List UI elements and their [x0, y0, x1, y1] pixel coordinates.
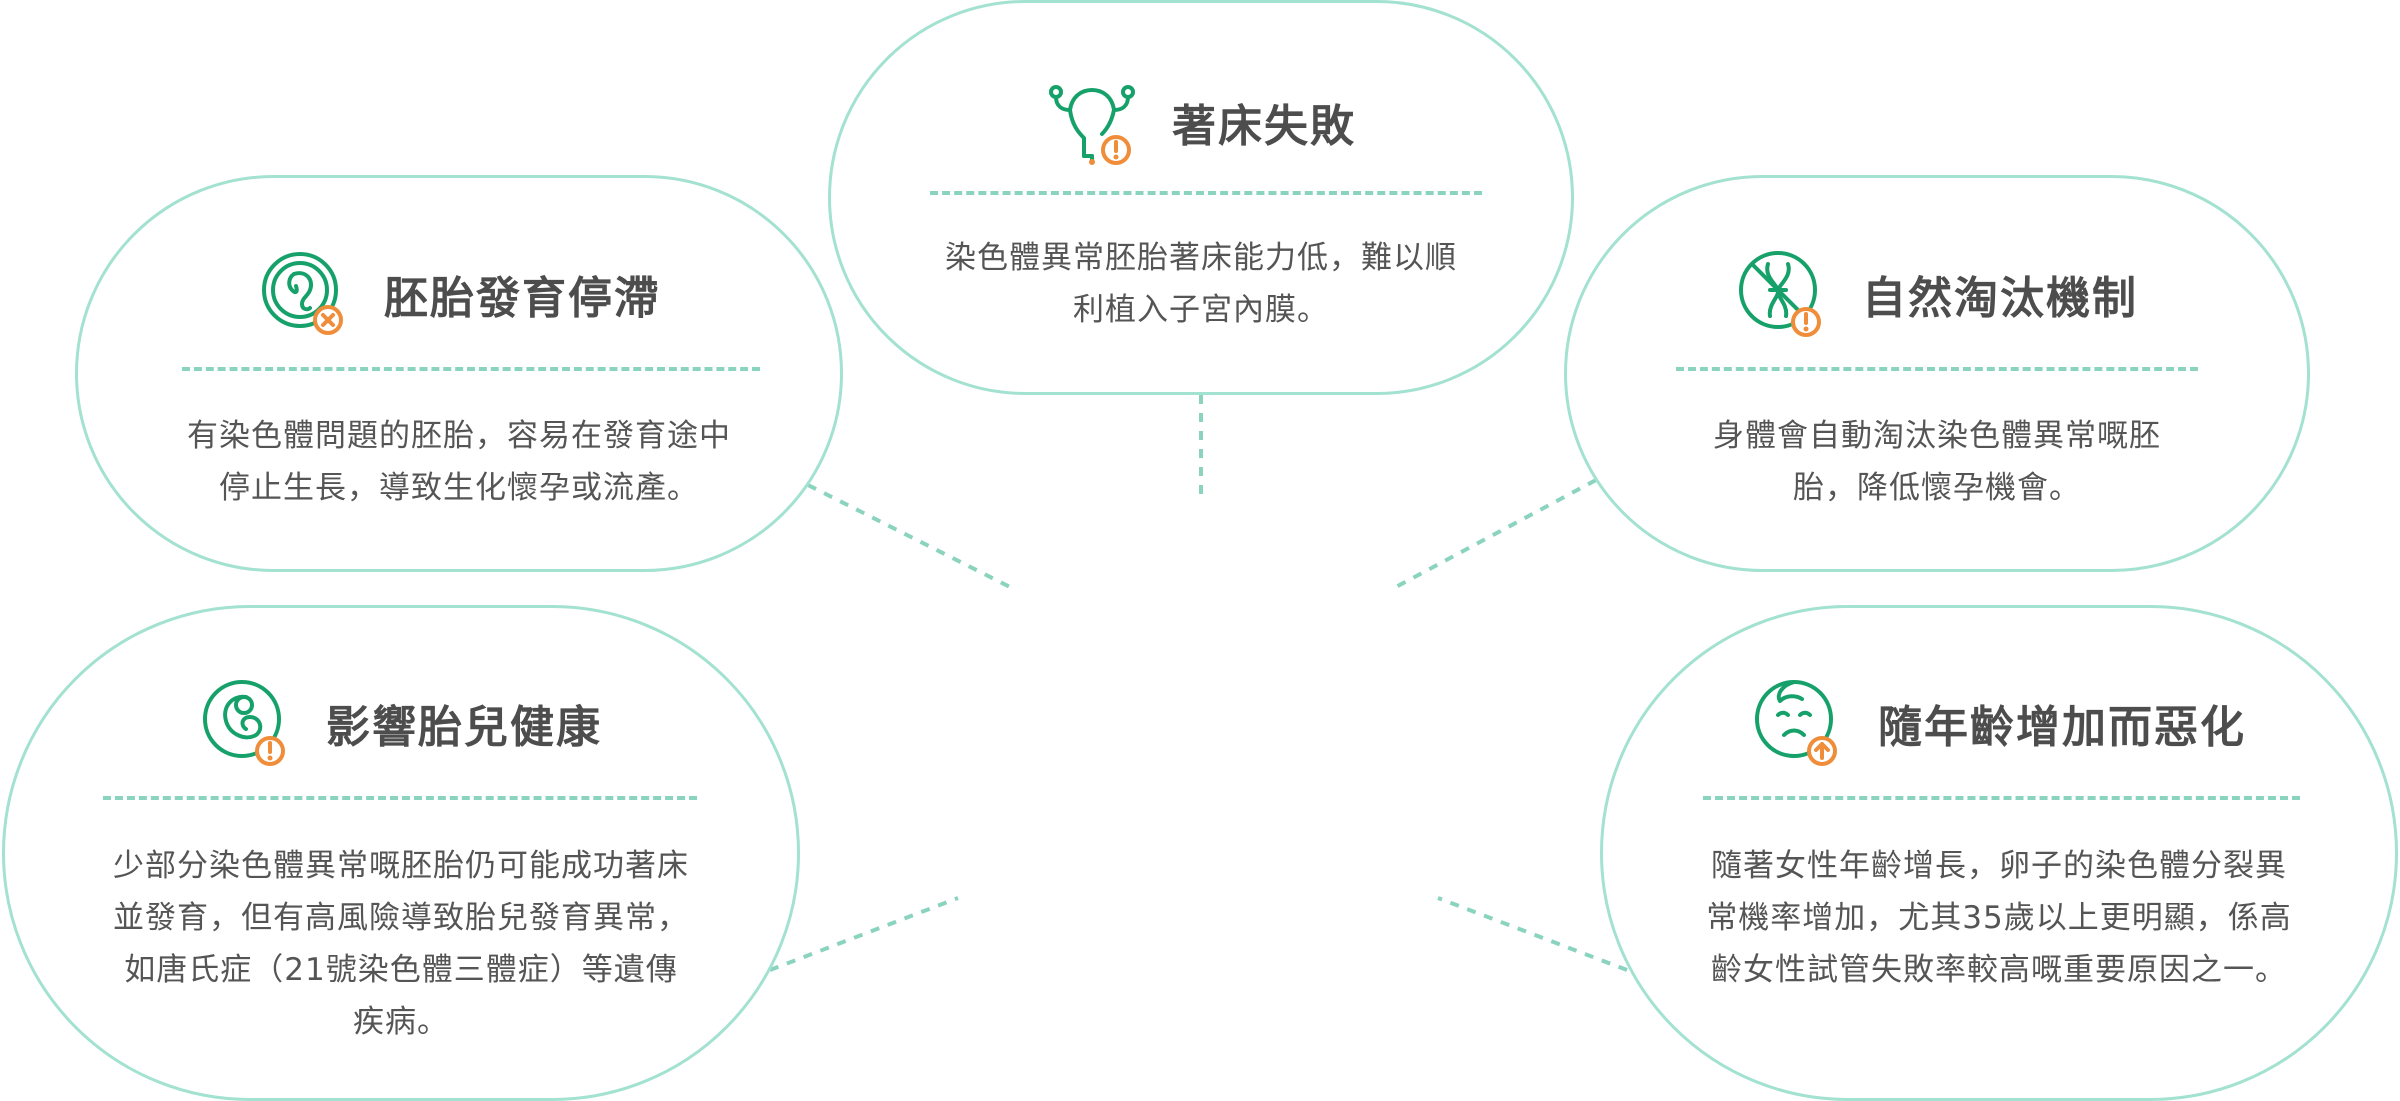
bubble-title: 胚胎發育停滯 [384, 273, 660, 324]
connector-upper-left [807, 483, 1013, 590]
bubble-description: 染色體異常胚胎著床能力低，難以順 利植入子宮內膜。 [891, 232, 1511, 336]
connector-lower-left [769, 896, 959, 972]
bubble-divider [930, 191, 1482, 195]
connector-upper-right [1393, 478, 1597, 590]
bubble-embryo-arrest: 胚胎發育停滯 有染色體問題的胚胎，容易在發育途中 停止生長，導致生化懷孕或流產。 [75, 175, 843, 572]
chromosome-alert-icon [1736, 248, 1828, 340]
uterus-alert-icon [1046, 76, 1138, 168]
bubble-description: 有染色體問題的胚胎，容易在發育途中 停止生長，導致生化懷孕或流產。 [138, 410, 780, 514]
bubble-divider [1676, 367, 2198, 371]
desc-line: 常機率增加，尤其35歲以上更明顯，係高 [1706, 900, 2292, 936]
desc-line: 有染色體問題的胚胎，容易在發育途中 [187, 418, 731, 454]
desc-line: 隨著女性年齡增長，卵子的染色體分裂異 [1711, 848, 2287, 884]
bubble-divider [1703, 796, 2300, 800]
desc-line: 少部分染色體異常嘅胚胎仍可能成功著床 [113, 848, 689, 884]
bubble-title: 自然淘汰機制 [1862, 273, 2138, 324]
bubble-header: 影響胎兒健康 [5, 677, 797, 769]
bubble-natural-selection: 自然淘汰機制 身體會自動淘汰染色體異常嘅胚 胎，降低懷孕機會。 [1564, 175, 2310, 572]
desc-line: 齡女性試管失敗率較高嘅重要原因之一。 [1711, 952, 2287, 988]
desc-line: 身體會自動淘汰染色體異常嘅胚 [1713, 418, 2161, 454]
desc-line: 利植入子宮內膜。 [1073, 292, 1329, 328]
bubble-divider [103, 796, 697, 800]
bubble-title: 隨年齡增加而惡化 [1878, 702, 2246, 753]
bubble-description: 隨著女性年齡增長，卵子的染色體分裂異 常機率增加，尤其35歲以上更明顯，係高 齡… [1653, 840, 2345, 996]
desc-line: 染色體異常胚胎著床能力低，難以順 [945, 240, 1457, 276]
bubble-divider [182, 367, 760, 371]
bubble-header: 著床失敗 [831, 76, 1571, 168]
bubble-header: 胚胎發育停滯 [78, 248, 840, 340]
bubble-age-decline: 隨年齡增加而惡化 隨著女性年齡增長，卵子的染色體分裂異 常機率增加，尤其35歲以… [1600, 605, 2398, 1101]
desc-line: 胎，降低懷孕機會。 [1793, 470, 2081, 506]
connector-lower-right [1437, 896, 1628, 972]
bubble-title: 影響胎兒健康 [326, 702, 602, 753]
bubble-implantation-failure: 著床失敗 染色體異常胚胎著床能力低，難以順 利植入子宮內膜。 [828, 0, 1574, 395]
desc-line: 停止生長，導致生化懷孕或流產。 [219, 470, 699, 506]
sad-face-up-arrow-icon [1752, 677, 1844, 769]
desc-line: 疾病。 [353, 1004, 449, 1040]
bubble-title: 著床失敗 [1172, 101, 1356, 152]
bubble-description: 少部分染色體異常嘅胚胎仍可能成功著床 並發育，但有高風險導致胎兒發育異常， 如唐… [55, 840, 747, 1048]
bubble-header: 自然淘汰機制 [1567, 248, 2307, 340]
bubble-description: 身體會自動淘汰染色體異常嘅胚 胎，降低懷孕機會。 [1627, 410, 2247, 514]
desc-line: 並發育，但有高風險導致胎兒發育異常， [113, 900, 689, 936]
desc-line: 如唐氏症（21號染色體三體症）等遺傳 [124, 952, 678, 988]
bubble-fetal-health: 影響胎兒健康 少部分染色體異常嘅胚胎仍可能成功著床 並發育，但有高風險導致胎兒發… [2, 605, 800, 1101]
fetus-alert-icon [200, 677, 292, 769]
embryo-cross-icon [258, 248, 350, 340]
bubble-header: 隨年齡增加而惡化 [1603, 677, 2395, 769]
